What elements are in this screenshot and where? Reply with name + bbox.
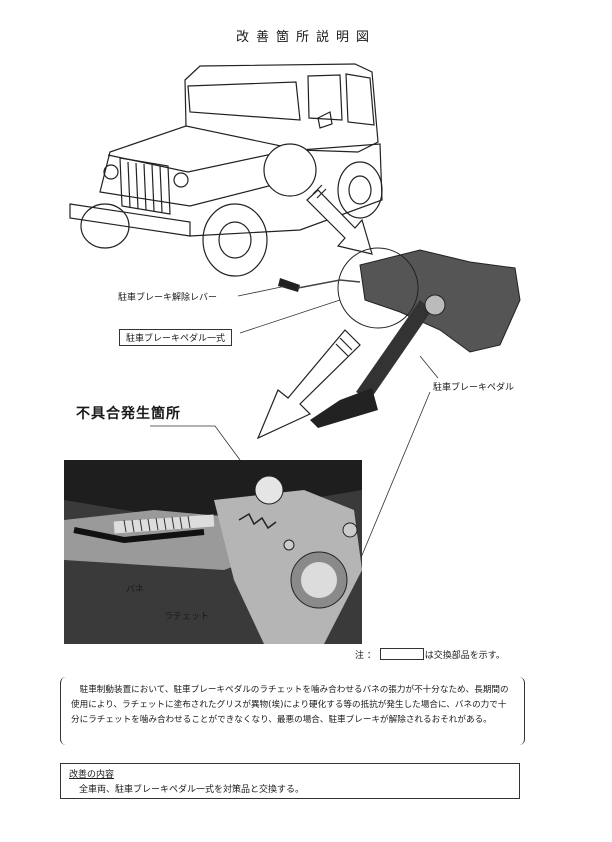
spring-label: バネ: [126, 585, 145, 595]
improvement-box: 改善の内容 全車両、駐車ブレーキペダル一式を対策品と交換する。: [60, 763, 520, 799]
pedal-label: 駐車ブレーキペダル: [433, 383, 515, 393]
page-title: 改善箇所説明図: [235, 30, 376, 45]
note-suffix: は交換部品を示す。: [424, 651, 505, 661]
improvement-heading: 改善の内容: [69, 770, 115, 780]
pedal-assembly-label: 駐車ブレーキペダル一式: [119, 329, 233, 346]
replacement-box-icon: [379, 648, 424, 660]
ratchet-label: ラチェット: [164, 612, 210, 622]
note-prefix: 注 ：: [355, 651, 376, 661]
arrow-to-pedal: [306, 184, 373, 255]
arrow-to-photo: [256, 329, 361, 440]
note: 注 ： は交換部品を示す。: [355, 648, 505, 661]
pedal-assembly-drawing: [278, 247, 521, 428]
improvement-text: 全車両、駐車ブレーキペダル一式を対策品と交換する。: [79, 785, 305, 795]
description-text: 駐車制動装置において、駐車ブレーキペダルのラチェットを噛み合わせるバネの張力が不…: [71, 685, 509, 725]
release-lever-label: 駐車ブレーキ解除レバー: [118, 293, 218, 303]
description-box: 駐車制動装置において、駐車ブレーキペダルのラチェットを噛み合わせるバネの張力が不…: [60, 677, 525, 745]
ratchet-closeup-photo: [64, 460, 362, 644]
fault-location-label: 不具合発生箇所: [76, 406, 181, 422]
jeep-drawing: [69, 63, 383, 277]
